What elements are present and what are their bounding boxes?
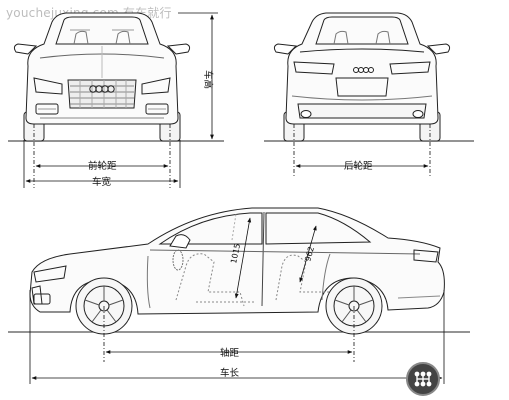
front-view [8, 12, 224, 142]
front-dimensions [23, 12, 218, 188]
height-label: 车高 [202, 70, 214, 89]
interior-rear-label: 962 [303, 245, 316, 262]
interior-front-label: 1015 [229, 243, 242, 265]
rear-dimensions [293, 124, 431, 176]
rear-track-label: 后轮距 [344, 160, 373, 172]
side-view [8, 207, 470, 335]
gearshift-logo-icon [406, 362, 440, 396]
front-track-label: 前轮距 [88, 160, 117, 172]
rear-view [264, 12, 474, 142]
overall-width-label: 车宽 [92, 176, 112, 188]
side-dimensions [29, 290, 445, 384]
wheelbase-label: 轴距 [220, 347, 240, 359]
overall-length-label: 车长 [220, 367, 240, 379]
